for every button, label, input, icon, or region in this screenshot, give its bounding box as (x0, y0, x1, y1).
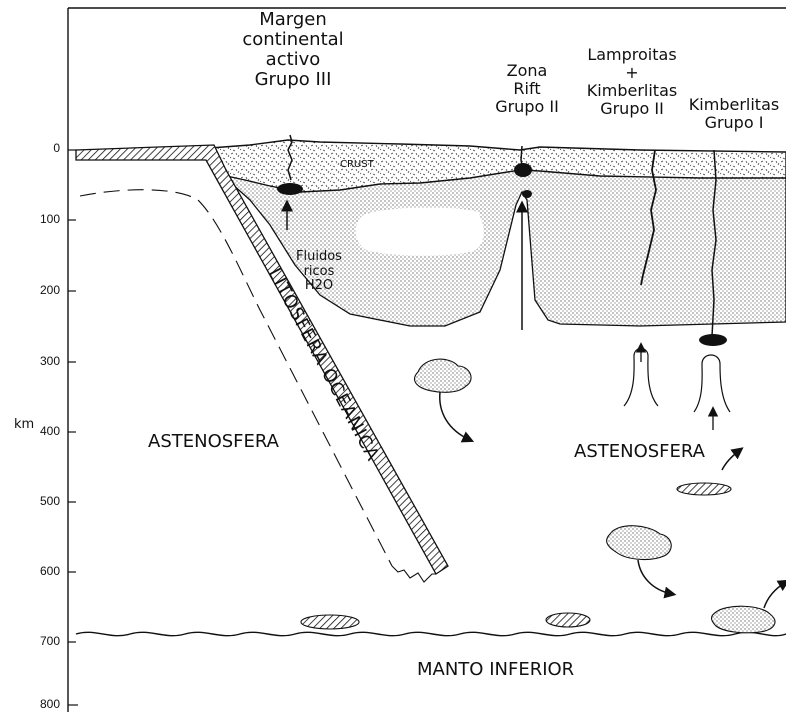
label-line: Zona (484, 62, 570, 80)
blob-1-arrow (440, 392, 470, 440)
label-line: activo (238, 50, 348, 70)
hatched-lens-1 (677, 483, 731, 495)
lower-mantle-boundary (76, 632, 786, 635)
asthenosphere-blob-2 (607, 526, 672, 560)
blob-2-arrow (638, 560, 672, 594)
tick-label: 600 (20, 564, 60, 578)
label-line: Margen (238, 10, 348, 30)
asthenosphere-blob-3 (712, 606, 775, 633)
axis-unit: km (14, 418, 34, 433)
label-lamproitas: Lamproitas + Kimberlitas Grupo II (574, 46, 690, 118)
hatched-lens-3 (546, 613, 590, 627)
label-astenosfera-left: ASTENOSFERA (148, 432, 279, 452)
tick-label: 700 (20, 634, 60, 648)
tick-label: 800 (20, 697, 60, 711)
label-line: continental (238, 30, 348, 50)
tick-label: 100 (20, 212, 60, 226)
label-line: Grupo III (238, 70, 348, 90)
asthenosphere-blob-1 (415, 359, 472, 392)
tick-label: 200 (20, 283, 60, 297)
tick-label: 0 (20, 141, 60, 155)
hatched-lens-2 (301, 615, 359, 629)
label-line: ricos (282, 265, 356, 280)
label-line: Grupo II (574, 100, 690, 118)
magma-pocket-kimberlitas (699, 334, 727, 346)
astenosfera-arrow (722, 450, 740, 470)
label-line: Kimberlitas (574, 82, 690, 100)
slab-broken-end (392, 566, 436, 582)
label-kimberlitas: Kimberlitas Grupo I (684, 96, 784, 132)
magma-pocket-group-iii (277, 183, 303, 195)
lithosphere-inclusion (356, 207, 484, 255)
label-astenosfera-right: ASTENOSFERA (574, 442, 705, 462)
label-line: Grupo I (684, 114, 784, 132)
label-line: + (574, 64, 690, 82)
label-crust: CRUST (340, 159, 374, 170)
label-manto-inferior: MANTO INFERIOR (417, 660, 574, 680)
tick-label: 500 (20, 494, 60, 508)
label-line: Grupo II (484, 98, 570, 116)
label-line: Lamproitas (574, 46, 690, 64)
depth-axis (68, 150, 78, 705)
magma-pocket-rift-lower (522, 190, 532, 198)
label-line: Fluidos (282, 250, 356, 265)
blob-3-arrow (764, 582, 786, 608)
tick-label: 300 (20, 354, 60, 368)
magma-pocket-rift (514, 163, 532, 177)
label-line: Rift (484, 80, 570, 98)
label-zona-rift: Zona Rift Grupo II (484, 62, 570, 116)
label-line: Kimberlitas (684, 96, 784, 114)
continental-lithosphere (222, 170, 786, 326)
plume-2 (694, 355, 730, 412)
label-margen-continental: Margen continental activo Grupo III (238, 10, 348, 91)
